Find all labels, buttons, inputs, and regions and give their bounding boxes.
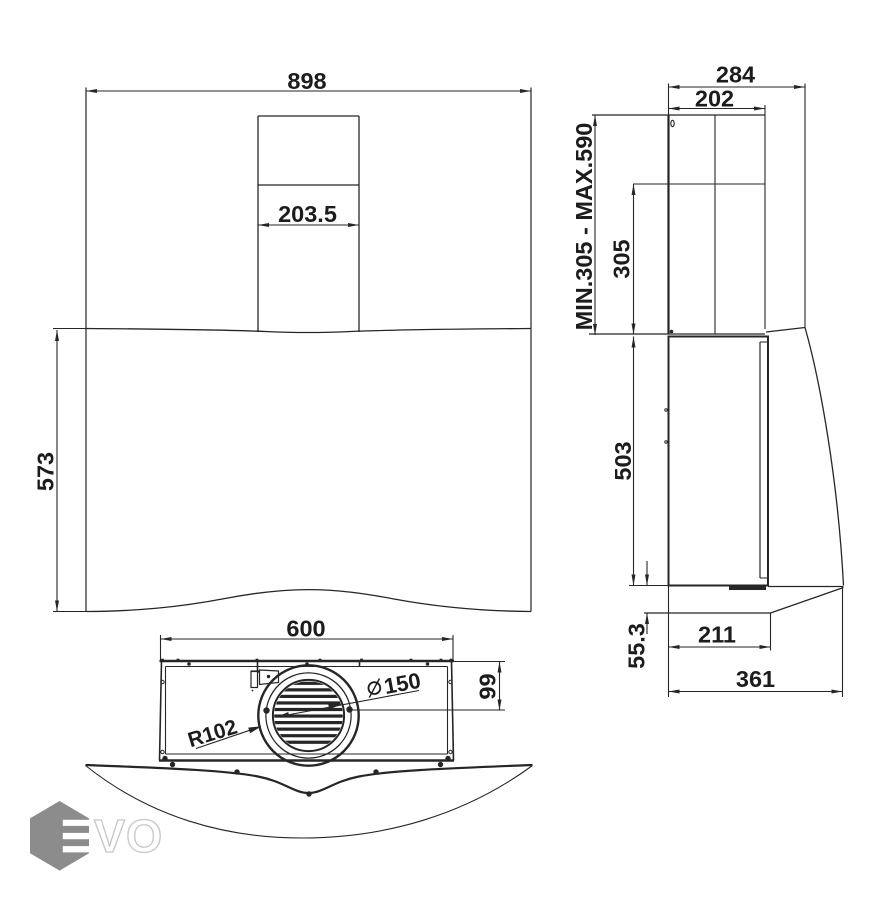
svg-text:503: 503 <box>610 441 636 480</box>
svg-text:211: 211 <box>698 622 736 648</box>
svg-text:203.5: 203.5 <box>278 201 337 227</box>
svg-text:MIN.305 - MAX.590: MIN.305 - MAX.590 <box>571 123 597 331</box>
svg-text:202: 202 <box>695 86 734 112</box>
svg-text:600: 600 <box>286 616 325 642</box>
svg-text:573: 573 <box>33 452 59 491</box>
svg-text:284: 284 <box>716 62 755 88</box>
svg-text:99: 99 <box>475 673 501 699</box>
svg-text:VO: VO <box>94 810 163 862</box>
svg-text:305: 305 <box>609 239 635 278</box>
svg-text:361: 361 <box>736 666 775 692</box>
svg-text:898: 898 <box>287 68 326 94</box>
svg-text:55.3: 55.3 <box>624 623 650 669</box>
